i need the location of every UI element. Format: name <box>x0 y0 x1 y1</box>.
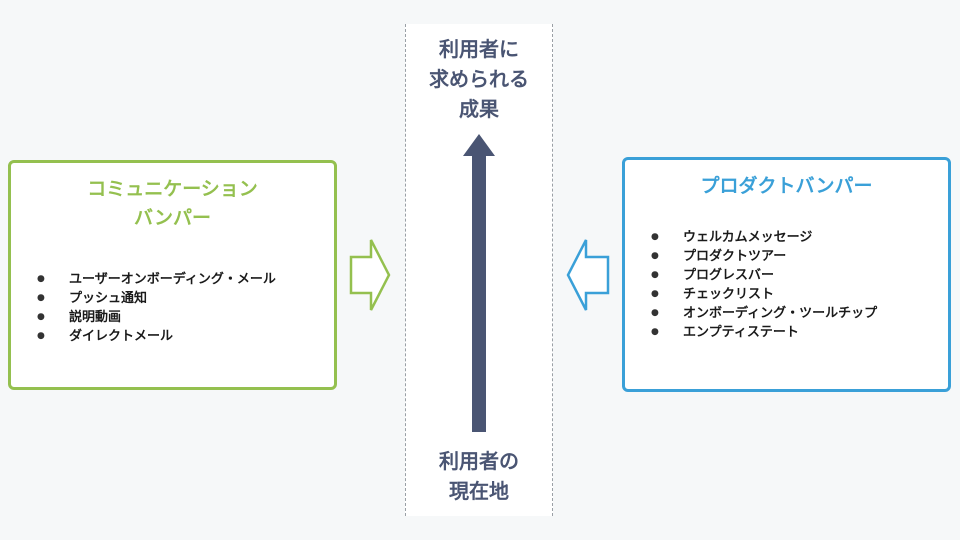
communication-bumper-list: ユーザーオンボーディング・メール プッシュ通知 説明動画 ダイレクトメール <box>11 270 334 346</box>
title-line: プロダクトバンパー <box>700 175 873 197</box>
current-position-label-line: 現在地 <box>449 479 509 503</box>
progress-up-arrow <box>463 134 495 432</box>
list-item: チェックリスト <box>625 285 948 304</box>
list-item: プログレスバー <box>625 266 948 285</box>
title-line: バンパー <box>134 207 211 229</box>
title-line: コミュニケーション <box>87 178 258 200</box>
list-item: 説明動画 <box>11 308 334 327</box>
left-pointing-arrow <box>566 239 610 311</box>
communication-bumper-box: コミュニケーション バンパー ユーザーオンボーディング・メール プッシュ通知 説… <box>8 160 337 390</box>
goal-label-line: 成果 <box>459 97 499 121</box>
product-bumper-box: プロダクトバンパー ウェルカムメッセージ プロダクトツアー プログレスバー チェ… <box>622 157 951 392</box>
goal-label-line: 利用者に <box>439 37 519 61</box>
list-item: プロダクトツアー <box>625 247 948 266</box>
current-position-label: 利用者の 現在地 <box>405 446 553 506</box>
right-pointing-arrow <box>349 239 391 311</box>
current-position-label-line: 利用者の <box>439 449 519 473</box>
list-item: オンボーディング・ツールチップ <box>625 304 948 323</box>
list-item: エンプティステート <box>625 323 948 342</box>
goal-label-line: 求められる <box>429 67 529 91</box>
list-item: プッシュ通知 <box>11 289 334 308</box>
product-bumper-list: ウェルカムメッセージ プロダクトツアー プログレスバー チェックリスト オンボー… <box>625 228 948 342</box>
list-item: ユーザーオンボーディング・メール <box>11 270 334 289</box>
goal-label: 利用者に 求められる 成果 <box>405 34 553 124</box>
product-bumper-title: プロダクトバンパー <box>625 172 948 201</box>
list-item: ダイレクトメール <box>11 327 334 346</box>
list-item: ウェルカムメッセージ <box>625 228 948 247</box>
communication-bumper-title: コミュニケーション バンパー <box>11 175 334 233</box>
